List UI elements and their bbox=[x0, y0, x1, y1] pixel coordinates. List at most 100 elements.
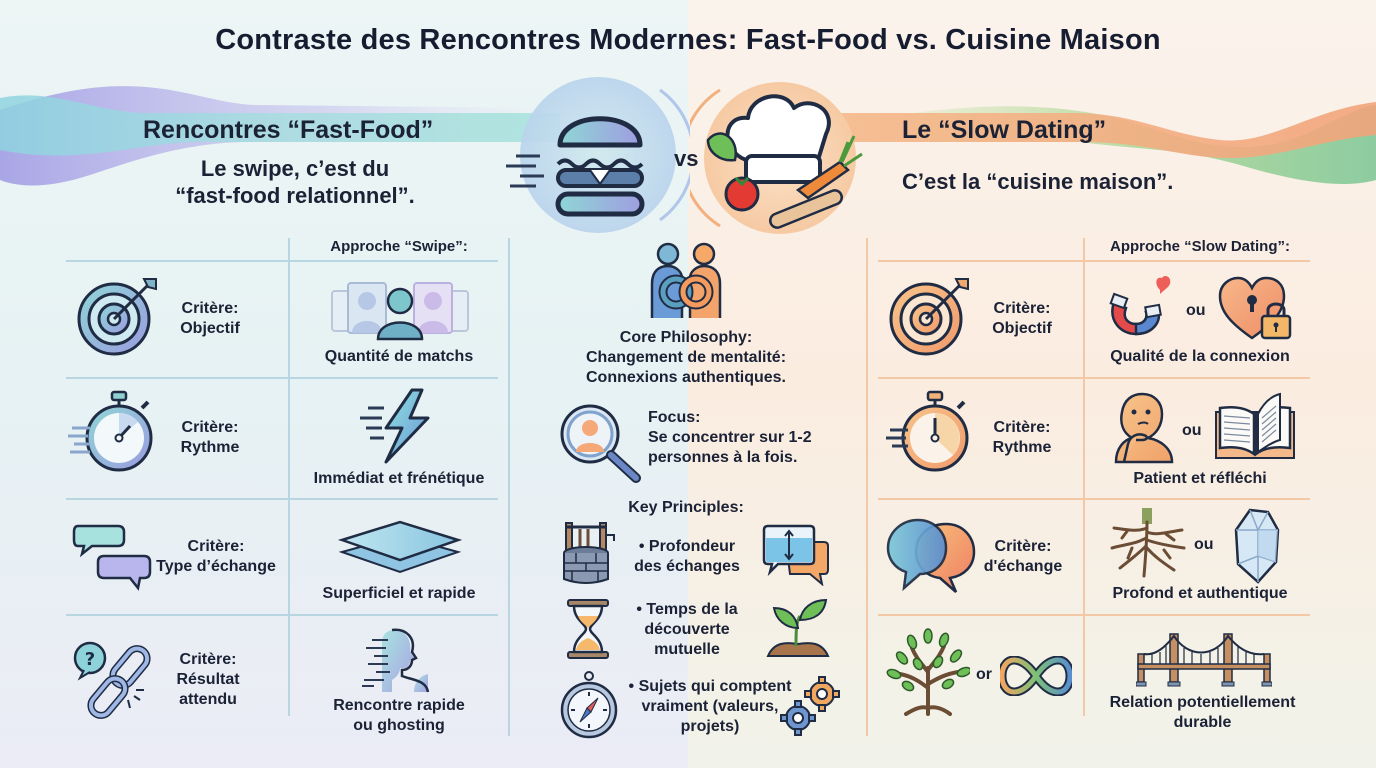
depth-chat-icon bbox=[762, 524, 829, 586]
left-banner-title: Rencontres “Fast-Food” bbox=[143, 116, 434, 144]
fading-person-icon bbox=[362, 628, 430, 693]
left-column-header: Approche “Swipe”: bbox=[330, 238, 468, 255]
infinity-icon bbox=[1000, 656, 1072, 696]
left-grid-row-line bbox=[66, 260, 498, 262]
tree-icon bbox=[886, 628, 970, 716]
connector-ou: ou bbox=[1194, 536, 1214, 553]
broken-chain-icon: ? bbox=[73, 641, 151, 719]
criterion-label: Critère: bbox=[993, 419, 1051, 436]
left-banner-subtitle-line1: Le swipe, c’est du bbox=[200, 156, 390, 181]
principle-line: • Temps de la bbox=[636, 601, 738, 618]
criterion-value: Rythme bbox=[992, 439, 1052, 456]
well-icon bbox=[563, 522, 615, 584]
value-line: ou ghosting bbox=[353, 717, 445, 734]
left-criterion-rythme: Critère: Rythme bbox=[170, 418, 250, 458]
right-criterion-echange: Critère: d'échange bbox=[978, 537, 1068, 577]
left-criterion-objectif: Critère: Objectif bbox=[170, 299, 250, 339]
stopwatch-icon bbox=[886, 390, 969, 472]
left-value-rythme: Immédiat et frénétique bbox=[313, 470, 485, 487]
principle-profondeur: • Profondeur des échanges bbox=[622, 537, 752, 577]
stopwatch-icon bbox=[68, 390, 153, 472]
crystal-icon bbox=[1234, 508, 1280, 584]
principle-line: mutuelle bbox=[654, 641, 720, 658]
left-grid-row-line bbox=[66, 614, 498, 616]
lightning-icon bbox=[360, 388, 430, 464]
magnet-heart-icon bbox=[1109, 276, 1171, 336]
philosophy-line: Connexions authentiques. bbox=[585, 369, 786, 386]
principle-line: • Sujets qui comptent bbox=[628, 678, 792, 695]
target-icon bbox=[889, 278, 969, 356]
left-value-objectif: Quantité de matchs bbox=[324, 348, 474, 365]
right-column-header: Approche “Slow Dating”: bbox=[1110, 238, 1290, 255]
right-banner-subtitle: C’est la “cuisine maison”. bbox=[902, 169, 1174, 194]
bridge-icon bbox=[1136, 633, 1272, 687]
focus-heading: Focus: bbox=[648, 409, 701, 426]
focus-block: Focus: Se concentrer sur 1-2 personnes à… bbox=[648, 408, 848, 468]
right-grid-divider bbox=[1083, 238, 1085, 716]
value-line: durable bbox=[1173, 714, 1232, 731]
connector-ou: ou bbox=[1182, 422, 1202, 439]
criterion-label: Critère: bbox=[181, 300, 239, 317]
right-value-objectif: Qualité de la connexion bbox=[1110, 348, 1290, 365]
right-grid-row-line bbox=[878, 260, 1310, 262]
focus-line: personnes à la fois. bbox=[648, 449, 798, 466]
left-grid-divider bbox=[288, 238, 290, 716]
principle-sujets: • Sujets qui comptent vraiment (valeurs,… bbox=[620, 677, 800, 737]
criterion-value: d'échange bbox=[983, 558, 1063, 575]
left-value-resultat: Rencontre rapide ou ghosting bbox=[290, 696, 508, 736]
hourglass-icon bbox=[567, 599, 609, 659]
right-grid-row-line bbox=[878, 498, 1310, 500]
left-banner-subtitle-line2: “fast-food relationnel”. bbox=[175, 183, 415, 208]
criterion-label: Critère: bbox=[994, 538, 1052, 555]
left-criterion-type-echange: Critère: Type d’échange bbox=[146, 537, 286, 577]
page-title: Contraste des Rencontres Modernes: Fast-… bbox=[215, 24, 1161, 56]
svg-text:?: ? bbox=[85, 649, 95, 670]
left-grid-row-line bbox=[66, 377, 498, 379]
left-panel-border bbox=[508, 238, 510, 736]
right-panel-border bbox=[866, 238, 868, 736]
criterion-label: Critère: bbox=[179, 651, 237, 668]
right-grid-row-line bbox=[878, 614, 1310, 616]
criterion-label: Critère: bbox=[993, 300, 1051, 317]
criterion-value: Résultat bbox=[176, 671, 240, 688]
right-criterion-rythme: Critère: Rythme bbox=[982, 418, 1062, 458]
criterion-value: Objectif bbox=[180, 320, 240, 337]
value-line: Rencontre rapide bbox=[333, 697, 465, 714]
roots-icon bbox=[1110, 508, 1186, 578]
philosophy-heading: Core Philosophy: bbox=[619, 329, 753, 346]
principle-line: des échanges bbox=[634, 558, 740, 575]
left-value-type-echange: Superficiel et rapide bbox=[322, 585, 476, 602]
left-banner-subtitle: Le swipe, c’est du “fast-food relationne… bbox=[150, 155, 440, 209]
gears-icon bbox=[780, 676, 840, 736]
philosophy-line: Changement de mentalité: bbox=[585, 349, 787, 366]
magnifier-person-icon bbox=[560, 404, 641, 483]
criterion-value: Rythme bbox=[180, 439, 240, 456]
left-criterion-resultat: Critère: Résultat attendu bbox=[168, 650, 248, 710]
right-banner-title: Le “Slow Dating” bbox=[902, 116, 1107, 144]
left-grid-row-line bbox=[66, 498, 498, 500]
principle-line: • Profondeur bbox=[638, 538, 736, 555]
sprout-icon bbox=[766, 598, 830, 657]
compass-icon bbox=[560, 671, 618, 739]
criterion-label: Critère: bbox=[181, 419, 239, 436]
right-wave-banner bbox=[820, 102, 1376, 185]
right-value-relation: Relation potentiellement durable bbox=[1085, 693, 1320, 733]
right-value-rythme: Patient et réfléchi bbox=[1133, 470, 1267, 487]
value-line: Relation potentiellement bbox=[1109, 694, 1296, 711]
principle-line: projets) bbox=[680, 718, 740, 735]
right-grid-row-line bbox=[878, 377, 1310, 379]
profiles-stack-icon bbox=[331, 282, 469, 341]
principle-temps: • Temps de la découverte mutuelle bbox=[622, 600, 752, 660]
connector-or: or bbox=[976, 666, 992, 683]
burger-icon bbox=[506, 77, 690, 233]
left-wave-banner bbox=[0, 86, 560, 186]
overlapping-bubbles-icon bbox=[886, 518, 976, 593]
heart-lock-icon bbox=[1218, 276, 1292, 340]
vs-label: vs bbox=[674, 146, 699, 171]
target-icon bbox=[77, 278, 157, 356]
principle-line: vraiment (valeurs, bbox=[641, 698, 779, 715]
criterion-value: Type d’échange bbox=[156, 558, 276, 575]
core-philosophy: Core Philosophy: Changement de mentalité… bbox=[546, 328, 826, 388]
chef-hat-icon bbox=[690, 82, 863, 234]
principle-line: découverte bbox=[644, 621, 730, 638]
